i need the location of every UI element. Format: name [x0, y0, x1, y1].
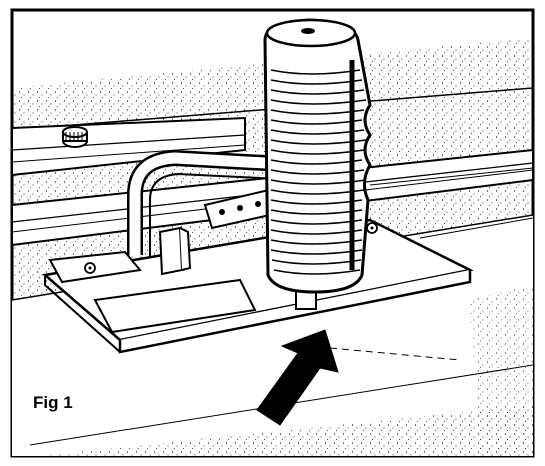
- pointer-arrow-icon: [256, 329, 339, 426]
- plate-window: [93, 278, 257, 334]
- thumb-screw-icon: [62, 126, 88, 148]
- figure-label: Fig 1: [33, 393, 73, 412]
- grip-handle: [263, 18, 372, 294]
